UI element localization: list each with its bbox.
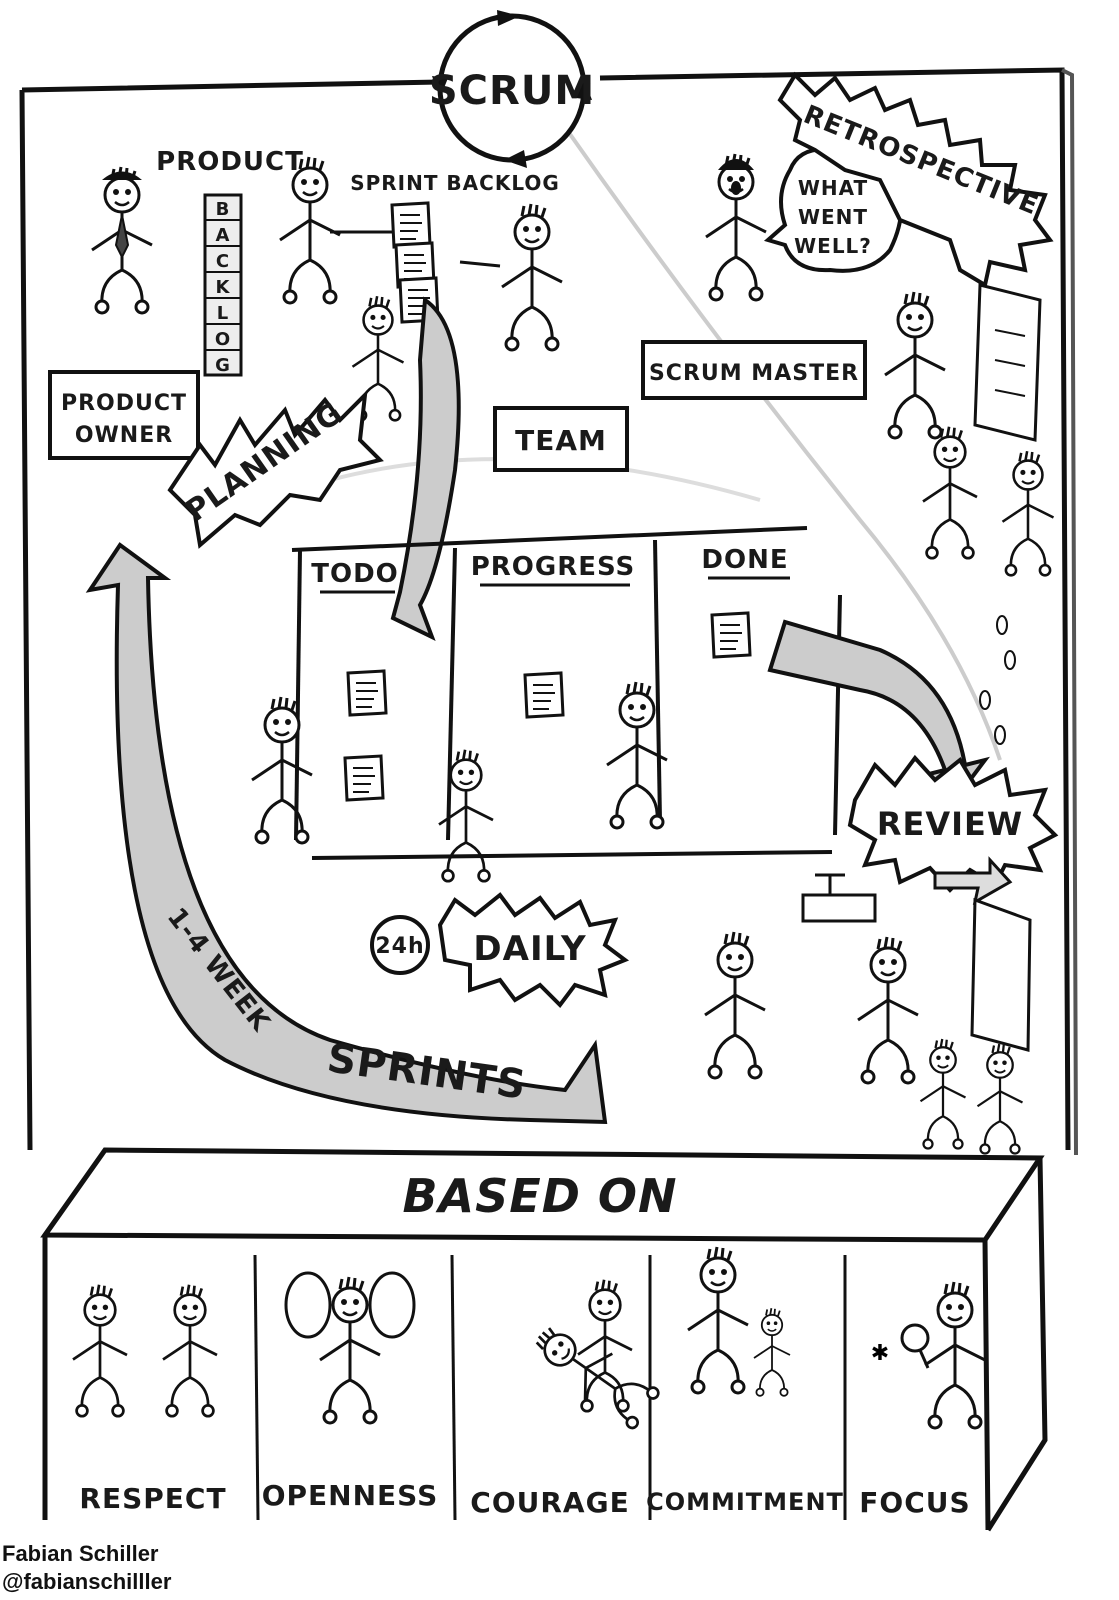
value-label: OPENNESS xyxy=(262,1479,439,1512)
team-label: TEAM xyxy=(515,424,607,457)
task-note xyxy=(523,671,565,719)
product-owner-label-2: OWNER xyxy=(75,423,173,448)
commitment-figure xyxy=(753,1307,791,1397)
speech-line: WENT xyxy=(798,205,868,229)
planning-burst xyxy=(167,389,384,549)
planning-figure xyxy=(278,155,342,305)
value-label: FOCUS xyxy=(859,1486,970,1519)
foundation-heading: BASED ON xyxy=(402,1169,677,1223)
product-label: PRODUCT xyxy=(156,147,304,177)
done-to-review-arrow xyxy=(767,619,990,803)
backlog-letter: L xyxy=(217,303,229,324)
stakeholder-figure xyxy=(703,930,767,1080)
daily-label: DAILY xyxy=(473,929,586,969)
team-sign xyxy=(493,406,629,472)
value-label: RESPECT xyxy=(79,1482,226,1515)
author-handle: @fabianschilller xyxy=(0,1566,178,1597)
backlog-to-board-arrow xyxy=(390,296,461,641)
courage-figure xyxy=(522,1312,664,1435)
product-owner-sign xyxy=(48,370,200,460)
scrum-master-sign xyxy=(641,340,867,400)
bug-icon: ✱ xyxy=(871,1341,889,1366)
backlog-letter: O xyxy=(215,329,231,350)
foundation-front xyxy=(42,1157,1048,1532)
daily-cycle-label: 24h xyxy=(375,934,424,959)
board-column-header: DONE xyxy=(701,545,788,575)
retrospective-burst xyxy=(777,71,1054,289)
stakeholder-figure xyxy=(976,1042,1024,1155)
author-name: Fabian Schiller xyxy=(0,1538,165,1569)
task-note xyxy=(710,611,752,659)
sprint-backlog-label: SPRINT BACKLOG xyxy=(350,171,560,195)
review-burst xyxy=(847,754,1059,893)
task-note xyxy=(346,669,388,717)
scrum-board xyxy=(291,526,842,860)
developer-figure xyxy=(250,695,314,845)
review-screen xyxy=(970,897,1032,1052)
daily-burst xyxy=(437,892,630,1009)
retro-figure xyxy=(883,290,947,440)
footprints-icon xyxy=(979,615,1016,745)
review-down-arrow xyxy=(933,856,1013,905)
openness-figure xyxy=(284,1271,416,1425)
sprint-loop-arrow xyxy=(85,542,608,1125)
clock-icon xyxy=(370,915,430,975)
focus-figure xyxy=(923,1280,987,1430)
value-label: COMMITMENT xyxy=(646,1488,844,1516)
stakeholder-figure xyxy=(919,1037,967,1150)
product-backlog-stack xyxy=(203,193,243,377)
task-note xyxy=(343,754,385,802)
product-owner-label-1: PRODUCT xyxy=(61,391,187,416)
backlog-letter: A xyxy=(216,225,231,246)
magnifier-icon xyxy=(900,1323,930,1369)
team-figure xyxy=(500,202,564,352)
stakeholder-figure xyxy=(856,935,920,1085)
value-label: COURAGE xyxy=(470,1486,629,1519)
respect-figure xyxy=(161,1283,219,1418)
respect-figure xyxy=(71,1283,129,1418)
backlog-letter: B xyxy=(216,199,231,220)
backlog-letter: C xyxy=(216,251,230,272)
projector-icon xyxy=(801,873,877,923)
speech-line: WELL? xyxy=(794,234,872,258)
page-title: SCRUM xyxy=(429,68,595,114)
product-owner-figure xyxy=(90,165,154,315)
scrum-master-figure xyxy=(704,152,768,302)
retro-figure xyxy=(921,425,979,560)
speech-line: WHAT xyxy=(798,176,868,200)
board-column-header: TODO xyxy=(311,559,399,589)
retro-figure xyxy=(1001,449,1055,577)
scrum-cycle-icon xyxy=(432,10,592,168)
board-column-header: PROGRESS xyxy=(471,552,636,582)
commitment-figure xyxy=(686,1245,750,1395)
review-label: REVIEW xyxy=(877,805,1023,843)
backlog-letter: K xyxy=(216,277,231,298)
backlog-letter: G xyxy=(215,355,231,376)
scrum-master-label: SCRUM MASTER xyxy=(649,361,859,386)
